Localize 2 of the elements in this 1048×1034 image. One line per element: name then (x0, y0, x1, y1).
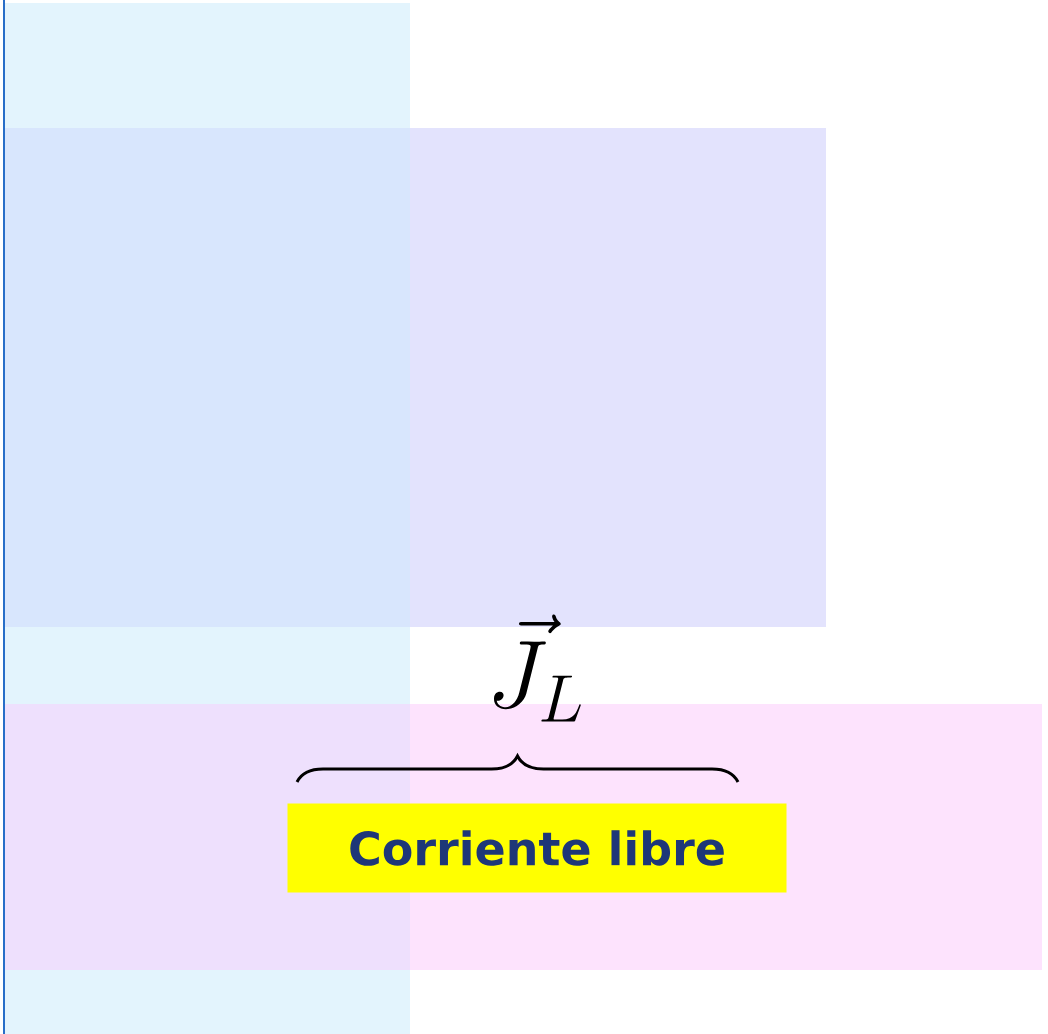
highlight-box: Corriente libre (287, 803, 787, 893)
vector-formula: $\vec{J}_{L}$ (494, 614, 581, 722)
